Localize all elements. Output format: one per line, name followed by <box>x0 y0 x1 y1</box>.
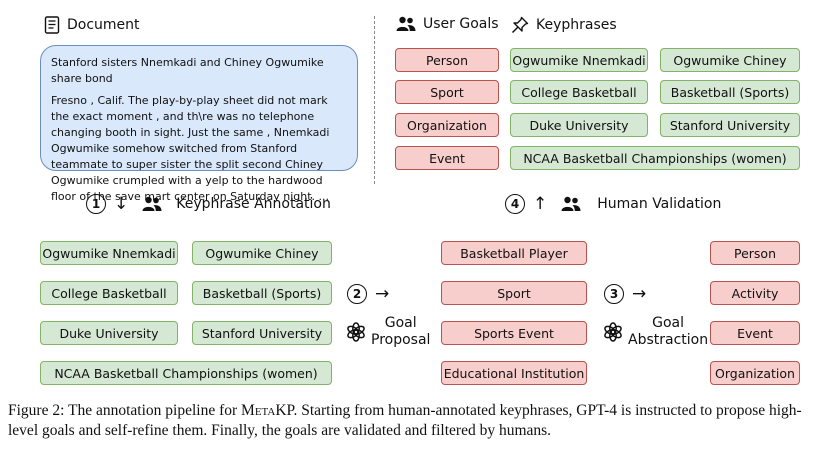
caption-suffix: . Starting from human-annotated keyphras… <box>8 402 802 439</box>
step-goal-abstraction-marker: 3 → <box>604 284 646 304</box>
pin-icon <box>511 16 529 34</box>
step-label-line: Goal <box>652 315 684 331</box>
openai-icon <box>347 322 365 342</box>
caption-name-smallcaps: eta <box>254 402 276 419</box>
step-label-line: Goal <box>384 315 417 331</box>
annotated-keyphrase-tag: College Basketball <box>40 281 178 305</box>
user-goal-tag: Event <box>395 146 499 170</box>
user-goals-label: User Goals <box>423 16 499 32</box>
keyphrase-tag: College Basketball <box>510 80 648 104</box>
user-goal-tag: Sport <box>395 80 499 104</box>
annotated-keyphrase-tag: Duke University <box>40 321 178 345</box>
step-label-line: Proposal <box>371 332 431 348</box>
step-number: 4 <box>505 194 525 214</box>
document-header: Document <box>44 16 140 34</box>
users-icon <box>561 196 581 211</box>
keyphrase-tag: NCAA Basketball Championships (women) <box>510 146 800 170</box>
proposed-goal-tag: Sport <box>441 281 587 305</box>
keyphrases-header: Keyphrases <box>511 16 617 34</box>
step-label-line: Abstraction <box>628 332 709 348</box>
step-keyphrase-annotation: 1 ↓ Keyphrase Annotation <box>86 194 331 214</box>
step-number: 3 <box>604 284 624 304</box>
caption-prefix: Figure 2: The annotation pipeline for <box>8 402 242 419</box>
step-label: Human Validation <box>597 196 722 212</box>
annotated-keyphrase-tag: Ogwumike Nnemkadi <box>40 241 178 265</box>
annotated-keyphrase-tag: Ogwumike Chiney <box>192 241 332 265</box>
document-body: Fresno , Calif. The play-by-play sheet d… <box>51 94 330 203</box>
arrow-up-icon: ↑ <box>533 193 548 214</box>
user-goal-tag: Organization <box>395 113 499 137</box>
keyphrases-label: Keyphrases <box>536 17 617 33</box>
step-number: 2 <box>347 284 367 304</box>
user-goal-tag: Person <box>395 48 499 72</box>
keyphrase-tag: Basketball (Sports) <box>660 80 800 104</box>
step-label: Keyphrase Annotation <box>176 196 331 212</box>
users-icon <box>142 196 162 211</box>
proposed-goal-tag: Educational Institution <box>441 361 587 385</box>
abstracted-goal-tag: Person <box>710 241 800 265</box>
annotated-keyphrase-tag: Stanford University <box>192 321 332 345</box>
document-title: Stanford sisters Nnemkadi and Chiney Ogw… <box>51 56 324 85</box>
arrow-down-icon: ↓ <box>114 193 129 214</box>
arrow-right-icon: → <box>375 283 390 304</box>
step-label: Goal Abstraction <box>628 315 708 349</box>
document-box: Stanford sisters Nnemkadi and Chiney Ogw… <box>40 45 358 203</box>
user-goals-header: User Goals <box>396 16 499 32</box>
proposed-goal-tag: Basketball Player <box>441 241 587 265</box>
caption-name-suffix: KP <box>275 402 294 419</box>
annotated-keyphrase-tag: Basketball (Sports) <box>192 281 332 305</box>
step-goal-proposal: Goal Proposal <box>345 315 430 349</box>
step-goal-abstraction: Goal Abstraction <box>602 315 708 349</box>
openai-icon <box>604 322 622 342</box>
step-number: 1 <box>86 194 106 214</box>
abstracted-goal-tag: Event <box>710 321 800 345</box>
step-label: Goal Proposal <box>371 315 430 349</box>
keyphrase-tag: Duke University <box>510 113 648 137</box>
step-human-validation: 4 ↑ Human Validation <box>505 194 721 214</box>
document-header-label: Document <box>67 17 140 33</box>
proposed-goal-tag: Sports Event <box>441 321 587 345</box>
arrow-right-icon: → <box>632 283 647 304</box>
document-icon <box>44 16 60 34</box>
section-divider <box>374 16 375 184</box>
keyphrase-tag: Stanford University <box>660 113 800 137</box>
caption-name-initial: M <box>241 402 255 419</box>
abstracted-goal-tag: Activity <box>710 281 800 305</box>
figure-caption: Figure 2: The annotation pipeline for Me… <box>8 401 820 441</box>
keyphrase-tag: Ogwumike Nnemkadi <box>510 48 648 72</box>
annotated-keyphrase-tag: NCAA Basketball Championships (women) <box>40 361 332 385</box>
keyphrase-tag: Ogwumike Chiney <box>660 48 800 72</box>
users-icon <box>396 16 416 31</box>
abstracted-goal-tag: Organization <box>710 361 800 385</box>
step-goal-proposal-marker: 2 → <box>347 284 389 304</box>
